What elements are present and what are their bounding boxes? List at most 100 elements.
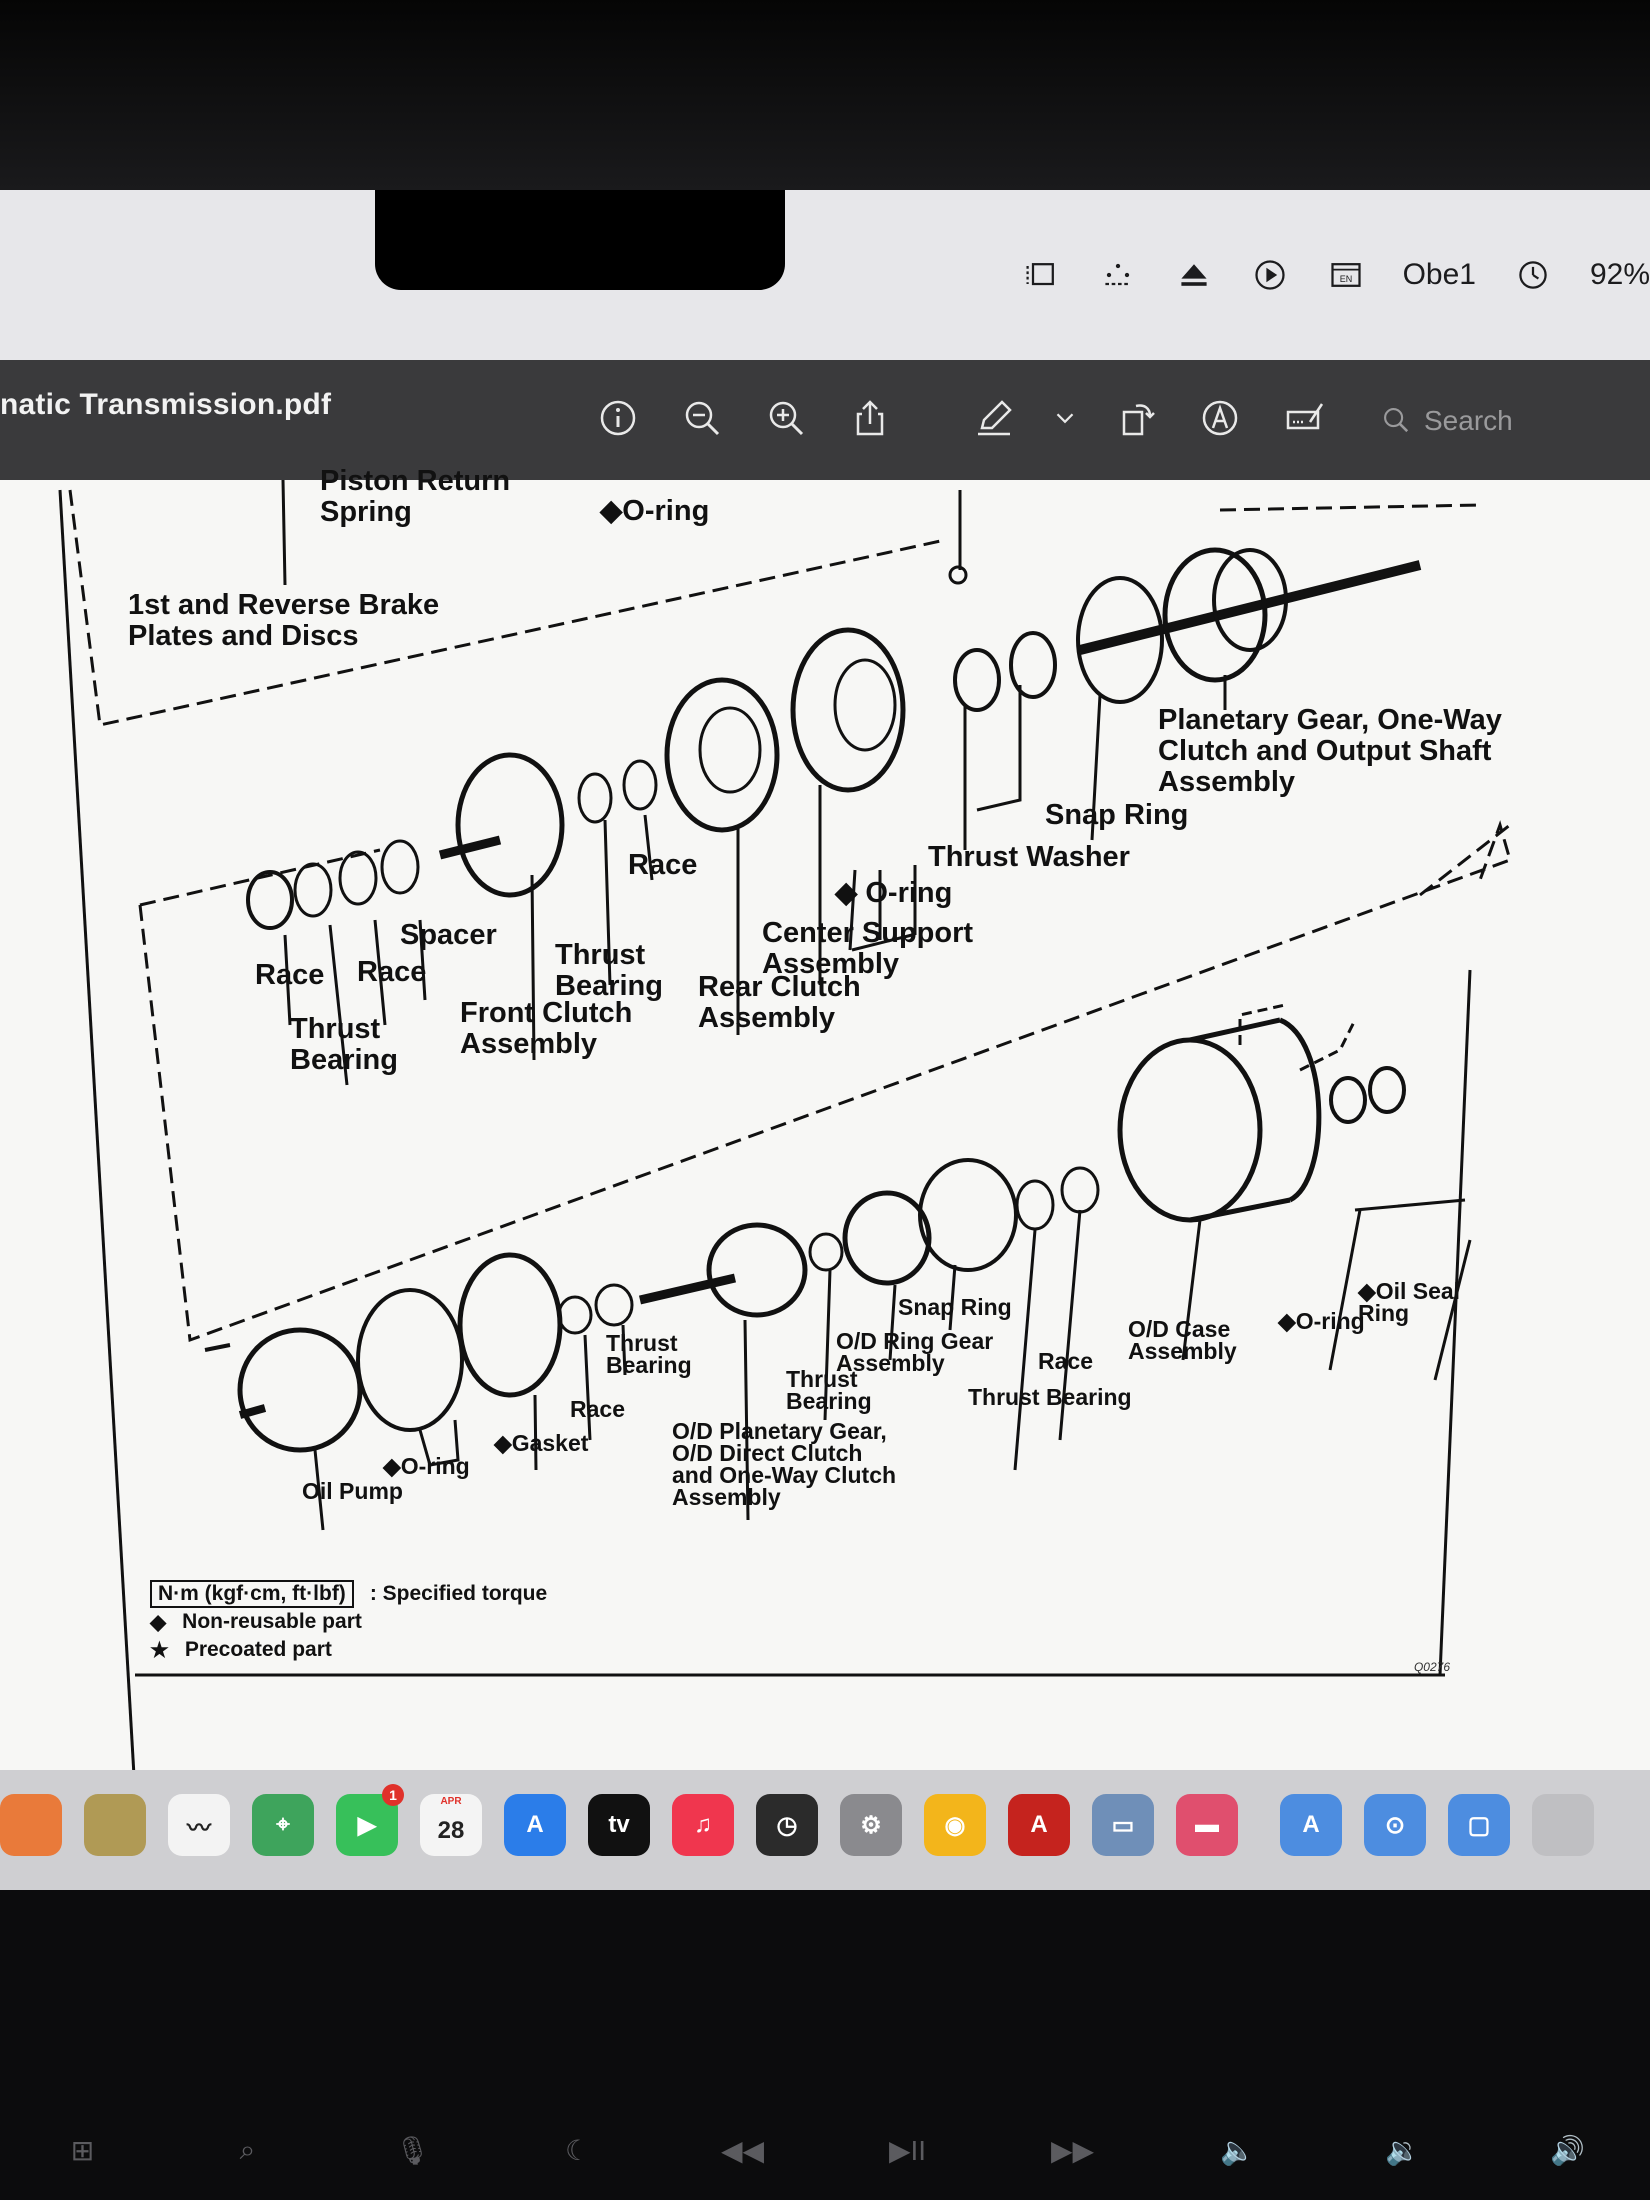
legend-torque: N·m (kgf·cm, ft·lbf) : Specified torque [150, 1580, 547, 1608]
dock-app-chrome-icon: ◉ [944, 1811, 966, 1839]
user-name[interactable]: Obe1 [1402, 258, 1476, 291]
zoom-out-button[interactable] [674, 390, 730, 446]
nonreusable-description: Non-reusable part [182, 1610, 362, 1633]
toolbar [590, 390, 1332, 446]
svg-text:EN: EN [1339, 274, 1352, 284]
window-layout-icon[interactable] [1023, 256, 1061, 294]
search-field[interactable]: Search [1380, 396, 1650, 446]
dock-app-time-machine[interactable]: ◷ [756, 1794, 818, 1856]
dock-app-tv[interactable]: tv [588, 1794, 650, 1856]
dock-app-app-store[interactable]: A [504, 1794, 566, 1856]
function-key-2[interactable]: 🎙 [394, 2134, 431, 2166]
dock-app-facetime[interactable]: ▶1 [336, 1784, 404, 1856]
zoom-in-button[interactable] [758, 390, 814, 446]
markup-menu-button[interactable] [1050, 390, 1080, 446]
dock-app-freeform[interactable]: 〰 [168, 1794, 230, 1856]
eject-icon[interactable] [1175, 256, 1213, 294]
race-od-part [1060, 1166, 1100, 1214]
rotate-icon [1122, 404, 1155, 436]
nonreusable-symbol: ◆ [150, 1610, 167, 1634]
middle-group-outline [138, 820, 1512, 1343]
search-icon [1384, 408, 1409, 433]
function-key-4[interactable]: ◀◀ [720, 2134, 765, 2166]
label-thrust-bearing-bottom: Thrust Bearing [606, 1330, 692, 1378]
label-rear-clutch: Rear Clutch Assembly [698, 971, 861, 1034]
time-machine-icon[interactable] [1514, 256, 1552, 294]
top-leader-lines [281, 480, 962, 586]
dock-app-folder-app[interactable] [84, 1794, 146, 1856]
info-button[interactable] [590, 390, 646, 446]
label-oil-seal-ring: ◆Oil Seal Ring [1358, 1278, 1461, 1326]
label-brake-plates: 1st and Reverse Brake Plates and Discs [128, 589, 440, 652]
function-key-3[interactable]: ☾ [564, 2134, 591, 2166]
dots-control-icon[interactable] [1099, 256, 1137, 294]
dock-app-calendar-icon: 28 [437, 1817, 465, 1844]
dock-app-documents-folder-icon: ▢ [1467, 1811, 1491, 1839]
share-button[interactable] [842, 390, 898, 446]
dock-app-time-machine-icon: ◷ [776, 1811, 798, 1839]
pdf-page[interactable]: Piston Return Spring ◆O-ring 1st and Rev… [0, 466, 1650, 1770]
dock-app-calendar[interactable]: APR 28 [420, 1794, 482, 1856]
battery-percent[interactable]: 92% [1589, 258, 1650, 291]
dock-app-maps[interactable]: ⌖ [252, 1794, 314, 1856]
gasket-part [457, 1252, 563, 1398]
zoom-out-icon [685, 401, 720, 436]
chevron-down-icon [1056, 413, 1074, 424]
dock-app-system-settings[interactable]: ⚙ [840, 1794, 902, 1856]
dock-app-music-icon: ♫ [694, 1811, 712, 1838]
function-key-8[interactable]: 🔉 [1385, 2134, 1420, 2166]
dock-app-acrobat[interactable]: A [1008, 1794, 1070, 1856]
dock-app-documents-folder[interactable]: ▢ [1448, 1794, 1510, 1856]
play-circle-icon[interactable] [1251, 256, 1289, 294]
dock-app-applications-folder[interactable]: A [1280, 1794, 1342, 1856]
function-key-7[interactable]: 🔈 [1220, 2134, 1255, 2166]
annotate-button[interactable] [1192, 390, 1248, 446]
page-frame-right [1438, 969, 1472, 1676]
label-race-bottom: Race [570, 1396, 625, 1422]
form-fill-button[interactable] [1276, 390, 1332, 446]
top-group-outline-right [1219, 503, 1481, 512]
dock-app-trash[interactable] [1532, 1794, 1594, 1856]
dock-app-downloads-folder[interactable]: ⊙ [1364, 1794, 1426, 1856]
calendar-month: APR [440, 1796, 462, 1807]
label-planetary-gear: Planetary Gear, One-Way Clutch and Outpu… [1158, 704, 1502, 798]
rotate-button[interactable] [1108, 390, 1164, 446]
page-code: Q0276 [1413, 1660, 1450, 1674]
top-group-outline [68, 489, 946, 727]
function-key-6[interactable]: ▶▶ [1050, 2134, 1095, 2166]
center-support-part [790, 627, 906, 793]
label-thrust-washer: Thrust Washer [928, 841, 1130, 873]
dock-app-chrome[interactable]: ◉ [924, 1794, 986, 1856]
dock-app-preview[interactable]: ▭ [1092, 1794, 1154, 1856]
laptop-bezel [0, 0, 1650, 200]
planetary-gear-part [1162, 547, 1268, 683]
function-key-1[interactable]: ⌕ [239, 2133, 256, 2165]
dock-app-downloads-folder-icon: ⊙ [1384, 1811, 1406, 1839]
dock-app-facetime-icon: ▶ [357, 1811, 377, 1839]
label-center-support: Center Support Assembly [762, 917, 974, 980]
dock-app-photos[interactable] [0, 1794, 62, 1856]
legend: N·m (kgf·cm, ft·lbf) : Specified torque … [150, 1580, 547, 1664]
notification-badge: 1 [382, 1784, 404, 1806]
keyboard-input-icon[interactable]: EN [1327, 256, 1365, 294]
label-oring-pump: ◆O-ring [383, 1453, 470, 1479]
markup-button[interactable] [966, 390, 1022, 446]
dock-app-music[interactable]: ♫ [672, 1794, 734, 1856]
torque-description: : Specified torque [369, 1582, 548, 1605]
label-race-left2: Race [357, 956, 427, 988]
output-shaft [1078, 560, 1422, 655]
exploded-diagram [58, 480, 1512, 1770]
dock-app-keynote[interactable]: ▬ [1176, 1794, 1238, 1856]
function-key-9[interactable]: 🔊 [1550, 2134, 1585, 2166]
annotate-icon [1202, 400, 1238, 436]
bottom-leader-lines [313, 1198, 1472, 1531]
thrust-washer-part [1009, 631, 1057, 699]
dock-app-maps-icon: ⌖ [276, 1811, 290, 1838]
function-key-0[interactable]: ⊞ [70, 2134, 95, 2166]
label-gasket: ◆Gasket [494, 1430, 589, 1456]
label-oil-pump: Oil Pump [302, 1478, 403, 1504]
function-key-5[interactable]: ▶II [888, 2134, 927, 2166]
dock-app-app-store-icon: A [526, 1811, 544, 1838]
page-frame-left [58, 489, 136, 1770]
od-ring-gear-part [842, 1190, 932, 1286]
